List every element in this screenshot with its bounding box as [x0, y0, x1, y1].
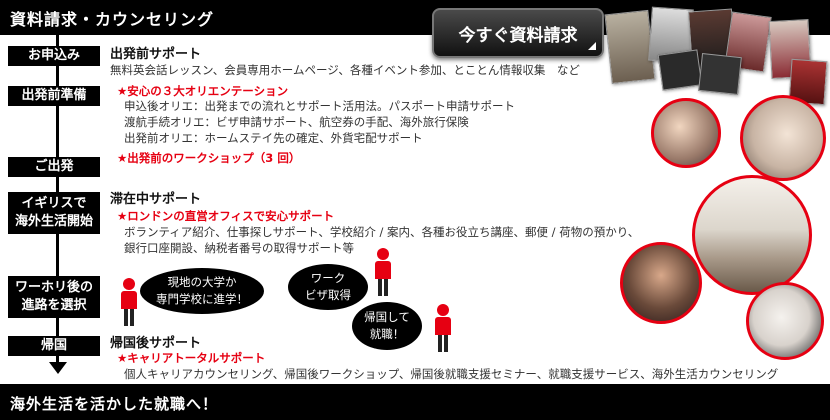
after-return-text: 個人キャリアカウンセリング、帰国後ワークショップ、帰国後就職支援セミナー、就職支…: [124, 367, 779, 381]
step-life-in-uk: イギリスで 海外生活開始: [8, 192, 100, 234]
career-heading: ★キャリアトータルサポート: [117, 351, 266, 365]
office-heading: ★ロンドンの直営オフィスで安心サポート: [117, 209, 335, 223]
corner-arrow-icon: [588, 42, 596, 50]
brochure-image: [698, 53, 742, 95]
footer-text: 海外生活を活かした就職へ！: [10, 395, 219, 413]
pre-departure-title: 出発前サポート: [110, 47, 202, 62]
workshop-heading: ★出発前のワークショップ（3 回）: [117, 151, 301, 165]
bubble-work-visa: ワーク ビザ取得: [288, 264, 368, 310]
after-return-title: 帰国後サポート: [110, 336, 202, 351]
brochure-image: [657, 49, 703, 91]
photo-circle-office: [692, 175, 812, 295]
photo-circle-students: [620, 242, 702, 324]
step-return: 帰国: [8, 336, 100, 356]
footer-bar: 海外生活を活かした就職へ！: [0, 384, 830, 420]
request-brochure-button[interactable]: 今すぐ資料請求: [432, 8, 604, 58]
person-icon: [432, 304, 454, 352]
photo-circle-counseling: [746, 282, 824, 360]
bubble-study: 現地の大学か 専門学校に進学！: [140, 268, 264, 314]
page-title: 資料請求・カウンセリング: [10, 10, 215, 29]
request-brochure-label: 今すぐ資料請求: [458, 25, 578, 46]
orientation-heading: ★安心の３大オリエンテーション: [117, 84, 289, 98]
orientation-item: 出発前オリエ：ホームステイ先の確定、外貨宅配サポート: [124, 131, 423, 145]
bubble-return-job: 帰国して 就職！: [352, 302, 422, 350]
photo-circle-workshop: [651, 98, 721, 168]
during-stay-item: 銀行口座開設、納税者番号の取得サポート等: [124, 241, 354, 255]
step-departure: ご出発: [8, 157, 100, 177]
step-career-choice: ワーホリ後の 進路を選択: [8, 276, 100, 318]
during-stay-item: ボランティア紹介、仕事探しサポート、学校紹介 / 案内、各種お役立ち講座、郵便 …: [124, 225, 640, 239]
brochure-image: [604, 9, 656, 85]
step-preparation: 出発前準備: [8, 86, 100, 106]
pre-departure-text: 無料英会話レッスン、会員専用ホームページ、各種イベント参加、とことん情報収集 な…: [110, 63, 580, 77]
orientation-item: 渡航手続オリエ：ビザ申請サポート、航空券の手配、海外旅行保険: [124, 115, 469, 129]
person-icon: [372, 248, 394, 296]
step-application: お申込み: [8, 46, 100, 66]
orientation-item: 申込後オリエ：出発までの流れとサポート活用法。パスポート申請サポート: [124, 99, 515, 113]
during-stay-title: 滞在中サポート: [110, 192, 202, 207]
timeline-arrow-icon: [49, 362, 67, 374]
person-icon: [118, 278, 140, 326]
photo-circle-seminar: [740, 95, 826, 181]
